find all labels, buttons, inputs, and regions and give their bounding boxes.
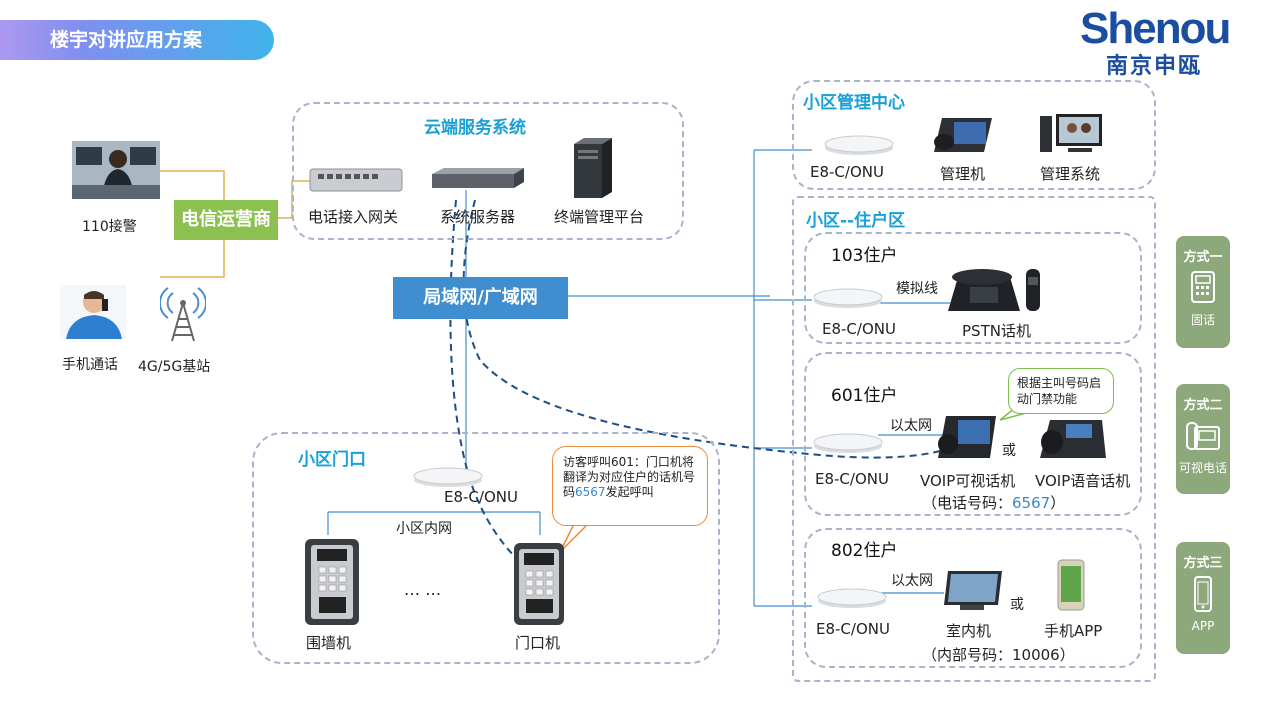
management-console-icon bbox=[934, 118, 992, 152]
unit-802-onu-label: E8-C/ONU bbox=[816, 620, 890, 638]
mode-2-title: 方式二 bbox=[1183, 398, 1223, 413]
wall-unit-icon bbox=[305, 539, 359, 625]
gateway-icon bbox=[309, 168, 403, 192]
management-console-label: 管理机 bbox=[940, 165, 986, 183]
unit-802-title: 802住户 bbox=[831, 541, 898, 561]
mode-3-label: APP bbox=[1191, 619, 1215, 633]
onu-router-icon bbox=[813, 288, 883, 308]
more-units-ellipsis: … … bbox=[404, 580, 442, 599]
unit-601-title: 601住户 bbox=[831, 386, 898, 406]
onu-router-icon bbox=[413, 467, 483, 487]
page-title: 楼宇对讲应用方案 bbox=[0, 20, 274, 60]
indoor-unit-icon bbox=[944, 571, 1002, 610]
wall-unit-label: 围墙机 bbox=[306, 634, 352, 652]
police-label: 110接警 bbox=[82, 219, 137, 235]
mobile-app-label: 手机APP bbox=[1044, 622, 1103, 640]
carrier-box: 电信运营商 bbox=[174, 200, 278, 240]
unit-802-internal-number: （内部号码：10006） bbox=[922, 646, 1075, 664]
mobile-call-label: 手机通话 bbox=[62, 357, 118, 373]
indoor-unit-label: 室内机 bbox=[946, 622, 992, 640]
unit-103-group bbox=[804, 232, 1142, 344]
lan-wan-box: 局域网/广域网 bbox=[393, 277, 568, 319]
landline-icon bbox=[1191, 271, 1215, 303]
platform-label: 终端管理平台 bbox=[554, 208, 645, 226]
unit-601-ethernet-label: 以太网 bbox=[890, 418, 932, 434]
onu-router-icon bbox=[817, 588, 887, 608]
police-operator-photo bbox=[72, 141, 160, 199]
residential-area-group bbox=[792, 196, 1156, 682]
mobile-caller-photo bbox=[60, 285, 126, 339]
management-system-icon bbox=[1040, 114, 1102, 152]
video-phone-icon bbox=[1186, 422, 1220, 450]
management-center-group bbox=[792, 80, 1156, 190]
unit-601-or-label: 或 bbox=[1002, 443, 1016, 459]
voip-video-phone-icon bbox=[938, 416, 996, 458]
brand-logo-text: Shenou bbox=[1080, 4, 1231, 53]
brand-logo-subtitle: 南京申瓯 bbox=[1106, 54, 1203, 79]
server-icon bbox=[432, 168, 524, 188]
unit-601-phone-number: （电话号码：6567） bbox=[922, 494, 1066, 512]
smartphone-icon bbox=[1057, 559, 1085, 611]
base-station-label: 4G/5G基站 bbox=[138, 359, 211, 375]
gate-area-group bbox=[252, 432, 720, 664]
gate-onu-label: E8-C/ONU bbox=[444, 488, 518, 506]
mode-1-title: 方式一 bbox=[1183, 250, 1223, 265]
pstn-phone-label: PSTN话机 bbox=[962, 322, 1031, 340]
voip-voice-phone-icon bbox=[1040, 420, 1106, 458]
unit-601-onu-label: E8-C/ONU bbox=[815, 470, 889, 488]
gate-title: 小区门口 bbox=[298, 450, 366, 470]
mode-3-card: 方式三 APP bbox=[1176, 542, 1230, 654]
door-unit-label: 门口机 bbox=[515, 634, 561, 652]
door-unit-icon bbox=[514, 543, 564, 625]
mode-2-label: 可视电话 bbox=[1178, 461, 1227, 475]
tower-server-icon bbox=[574, 138, 612, 198]
cloud-title: 云端服务系统 bbox=[424, 118, 526, 138]
voip-video-phone-label: VOIP可视话机 bbox=[920, 472, 1016, 490]
pstn-phone-icon bbox=[948, 269, 1040, 311]
server-label: 系统服务器 bbox=[440, 208, 516, 226]
onu-router-icon bbox=[824, 135, 894, 155]
analog-line-label: 模拟线 bbox=[896, 281, 938, 297]
management-onu-label: E8-C/ONU bbox=[810, 163, 884, 181]
management-title: 小区管理中心 bbox=[803, 93, 905, 113]
unit-601-group bbox=[804, 352, 1142, 516]
management-system-label: 管理系统 bbox=[1040, 165, 1101, 183]
unit-103-onu-label: E8-C/ONU bbox=[822, 320, 896, 338]
unit-103-title: 103住户 bbox=[831, 246, 898, 266]
mobile-phone-icon bbox=[1194, 576, 1212, 612]
gateway-label: 电话接入网关 bbox=[308, 208, 399, 226]
onu-router-icon bbox=[813, 433, 883, 453]
base-station-icon bbox=[160, 287, 206, 342]
unit-802-ethernet-label: 以太网 bbox=[891, 573, 933, 589]
mode-1-card: 方式一 固话 bbox=[1176, 236, 1230, 348]
unit-802-group bbox=[804, 528, 1142, 668]
unit-802-or-label: 或 bbox=[1010, 597, 1024, 613]
voip-voice-phone-label: VOIP语音话机 bbox=[1035, 472, 1131, 490]
access-control-bubble: 根据主叫号码启动门禁功能 bbox=[1008, 368, 1114, 414]
cloud-service-group bbox=[292, 102, 684, 240]
mode-1-label: 固话 bbox=[1190, 313, 1215, 327]
residential-title: 小区--住户区 bbox=[806, 211, 906, 231]
intranet-label: 小区内网 bbox=[396, 521, 452, 537]
mode-2-card: 方式二 可视电话 bbox=[1176, 384, 1230, 494]
visitor-call-bubble: 访客呼叫601：门口机将翻译为对应住户的话机号码6567发起呼叫 bbox=[552, 446, 708, 526]
mode-3-title: 方式三 bbox=[1183, 556, 1223, 571]
